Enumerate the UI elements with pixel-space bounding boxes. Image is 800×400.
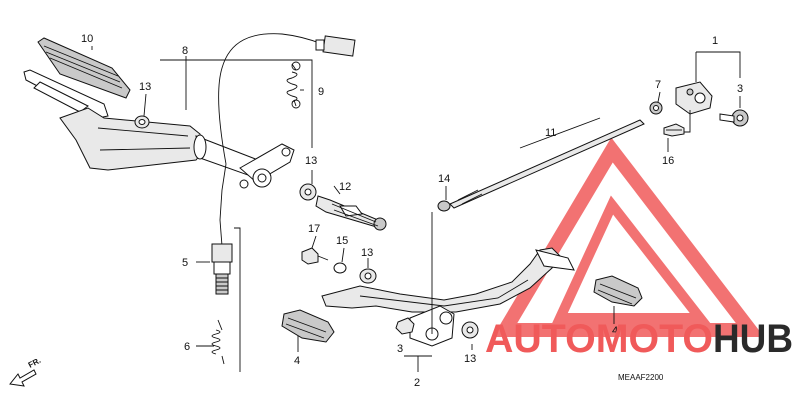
watermark-logo — [492, 137, 765, 337]
spring-9-icon — [286, 61, 301, 109]
callout-11: 11 — [545, 127, 556, 139]
clevis-pin-3-lower-icon — [395, 317, 415, 335]
diagram-code: MEAAF2200 — [618, 373, 664, 382]
clevis-pin-3-icon — [719, 109, 749, 127]
callout-6: 6 — [184, 341, 190, 353]
callout-17: 17 — [308, 223, 320, 235]
footpeg-rubber-4-left-icon — [281, 309, 335, 343]
front-direction-label: FR. — [27, 356, 43, 370]
spring-6-icon — [211, 319, 225, 365]
stop-switch-assembly — [211, 33, 356, 365]
callout-13-shaft: 13 — [305, 155, 317, 167]
callout-13-lower: 13 — [464, 353, 476, 365]
upper-pedal-assembly — [23, 37, 387, 231]
callout-15: 15 — [336, 235, 348, 247]
callout-4-left: 4 — [294, 355, 300, 367]
callout-13-mid: 13 — [361, 247, 373, 259]
watermark-text-red: AUTOMOTO — [485, 317, 713, 361]
callout-13-top: 13 — [139, 81, 151, 93]
brake-rod-11-icon — [449, 119, 645, 209]
callout-3-right: 3 — [737, 83, 743, 95]
callout-7: 7 — [655, 79, 661, 91]
stop-switch-5-icon — [211, 243, 233, 263]
front-direction-indicator: FR. — [9, 356, 43, 387]
watermark-triangle-icon — [492, 137, 765, 337]
callout-4-right: 4 — [612, 325, 618, 337]
callout-2: 2 — [414, 377, 420, 389]
leader-lines — [91, 46, 741, 372]
callout-8: 8 — [182, 45, 188, 57]
callout-3-lower: 3 — [397, 343, 403, 355]
front-arrow-icon — [9, 369, 37, 387]
callout-5: 5 — [182, 257, 188, 269]
pivot-bolt-12-icon — [315, 195, 387, 231]
switch-cable-icon — [218, 33, 323, 165]
washer-15-icon — [333, 262, 347, 274]
rod-nut-14-icon — [437, 200, 451, 212]
callout-labels: 10 8 13 9 13 12 5 6 11 14 17 15 13 1 7 3… — [81, 33, 743, 389]
watermark-triangle-inner-icon — [552, 195, 711, 323]
callout-14: 14 — [438, 173, 450, 185]
callout-9: 9 — [318, 86, 324, 98]
brake-rod-assembly — [437, 81, 749, 212]
bolt-17-icon — [301, 247, 329, 265]
bolt-16-icon — [663, 123, 685, 137]
brake-pedal-tip-icon — [535, 249, 575, 271]
watermark-text: AUTOMOTO HUB — [485, 317, 793, 361]
callout-12: 12 — [339, 181, 351, 193]
callout-1: 1 — [712, 35, 718, 47]
switch-connector-icon — [322, 35, 356, 57]
clevis-1-icon — [675, 81, 713, 115]
pedal-arm-8-icon — [59, 107, 205, 171]
lower-pedal-assembly — [281, 247, 643, 347]
watermark-text-dark: HUB — [713, 317, 793, 361]
callout-16: 16 — [662, 155, 674, 167]
callout-10: 10 — [81, 33, 93, 45]
